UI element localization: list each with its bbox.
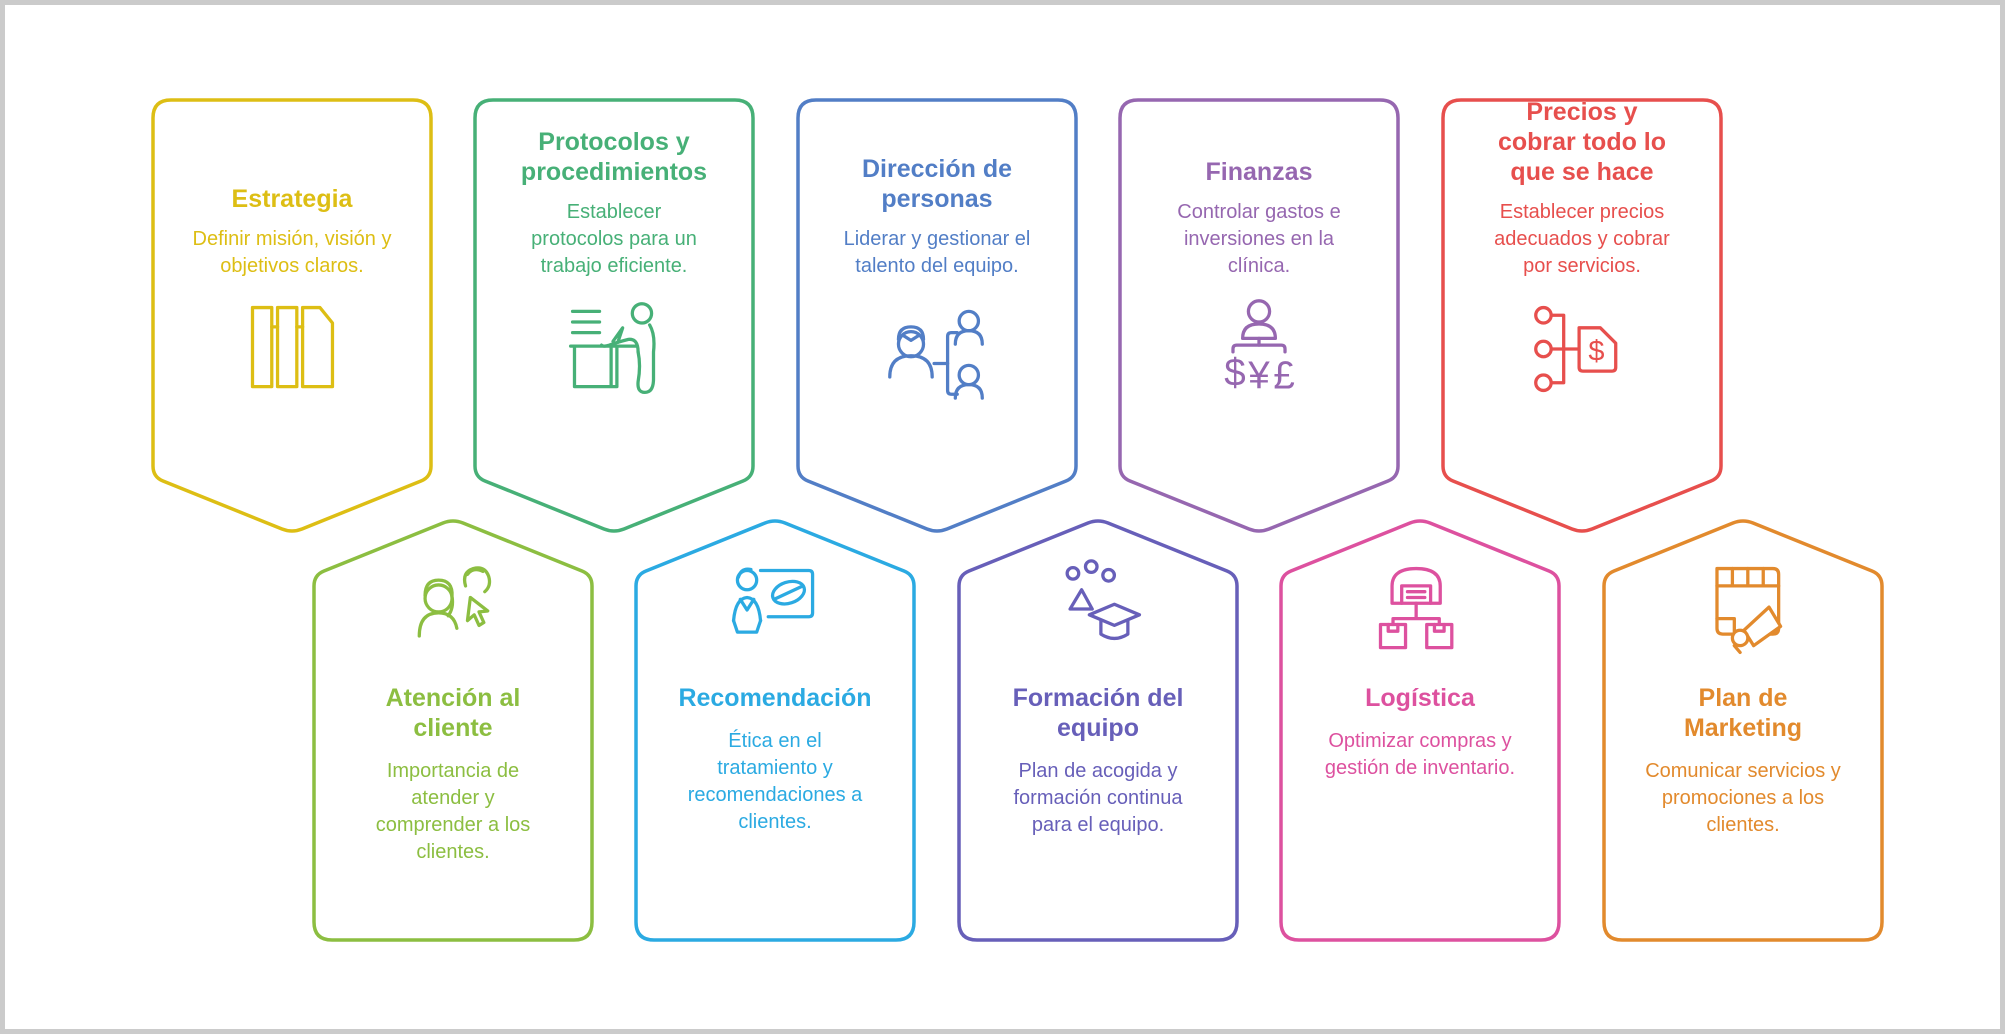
card-formacion-equipo: Formación del equipo Plan de acogida y f… — [957, 517, 1239, 942]
card-estrategia: Estrategia Definir misión, visión y obje… — [151, 98, 433, 540]
card-finanzas: Finanzas Controlar gastos e inversiones … — [1118, 98, 1400, 540]
svg-text:$: $ — [1224, 352, 1245, 395]
svg-text:$: $ — [1588, 336, 1604, 368]
strategy-document-icon — [235, 296, 349, 402]
card-description: Liderar y gestionar el talento del equip… — [843, 228, 1031, 277]
calendar-megaphone-icon — [1686, 557, 1800, 663]
person-at-desk-icon — [557, 296, 671, 402]
card-content: Atención al cliente Importancia de atend… — [326, 517, 580, 942]
card-content: Logística Optimizar compras y gestión de… — [1293, 517, 1547, 942]
card-description: Controlar gastos e inversiones en la clí… — [1177, 201, 1341, 277]
card-precios: Precios y cobrar todo lo que se hace Est… — [1441, 98, 1723, 540]
card-outline — [1602, 519, 1884, 942]
card-plan-marketing: Plan de Marketing Comunicar servicios y … — [1602, 517, 1884, 942]
svg-text:¥: ¥ — [1247, 355, 1270, 398]
card-outline — [634, 519, 916, 942]
presenter-pill-board-icon — [718, 557, 832, 663]
card-title: Logística — [1365, 684, 1475, 712]
card-outline — [1118, 98, 1400, 533]
card-description: Optimizar compras y gestión de inventari… — [1324, 730, 1516, 779]
card-outline — [957, 519, 1239, 942]
card-content: Formación del equipo Plan de acogida y f… — [971, 517, 1225, 942]
graduation-cap-icon — [1041, 557, 1155, 663]
org-chart-people-icon — [880, 296, 994, 402]
card-title: Finanzas — [1205, 158, 1313, 186]
customer-care-cursor-icon — [396, 557, 510, 663]
card-outline — [1441, 98, 1723, 533]
card-title: Estrategia — [231, 185, 353, 213]
card-recomendacion: Recomendación Ética en el tratamiento y … — [634, 517, 916, 942]
card-content: Dirección de personas Liderar y gestiona… — [810, 98, 1064, 540]
card-description: Establecer precios adecuados y cobrar po… — [1494, 201, 1670, 277]
card-protocolos: Protocolos y procedimientos Establecer p… — [473, 98, 755, 540]
card-title: Recomendación — [678, 684, 872, 712]
card-title: Formación del equipo — [1012, 684, 1184, 742]
card-outline — [151, 98, 433, 533]
card-description: Comunicar servicios y promociones a los … — [1645, 760, 1841, 836]
card-content: Plan de Marketing Comunicar servicios y … — [1616, 517, 1870, 942]
card-outline — [796, 98, 1078, 533]
card-content: Estrategia Definir misión, visión y obje… — [165, 98, 419, 540]
card-title: Protocolos y procedimientos — [520, 128, 708, 186]
card-content: Recomendación Ética en el tratamiento y … — [648, 517, 902, 942]
card-content: Precios y cobrar todo lo que se hace Est… — [1455, 98, 1709, 540]
card-outline — [1279, 519, 1561, 942]
card-title: Dirección de personas — [861, 155, 1013, 213]
card-logistica: Logística Optimizar compras y gestión de… — [1279, 517, 1561, 942]
warehouse-boxes-icon — [1363, 557, 1477, 663]
card-title: Atención al cliente — [385, 684, 521, 742]
card-direccion-personas: Dirección de personas Liderar y gestiona… — [796, 98, 1078, 540]
card-atencion-cliente: Atención al cliente Importancia de atend… — [312, 517, 594, 942]
card-content: Protocolos y procedimientos Establecer p… — [487, 98, 741, 540]
card-description: Plan de acogida y formación continua par… — [1013, 760, 1183, 836]
card-title: Plan de Marketing — [1683, 684, 1803, 742]
person-currencies-icon: $ ¥ £ — [1202, 296, 1316, 402]
card-description: Ética en el tratamiento y recomendacione… — [687, 730, 863, 833]
card-content: Finanzas Controlar gastos e inversiones … — [1132, 98, 1386, 540]
svg-text:£: £ — [1273, 355, 1294, 398]
card-title: Precios y cobrar todo lo que se hace — [1497, 98, 1667, 186]
card-description: Definir misión, visión y objetivos claro… — [192, 228, 392, 277]
card-description: Establecer protocolos para un trabajo ef… — [531, 201, 697, 277]
card-outline — [473, 98, 755, 533]
card-description: Importancia de atender y comprender a lo… — [375, 760, 531, 863]
nodes-price-tag-icon: $ — [1525, 296, 1639, 402]
card-outline — [312, 519, 594, 942]
